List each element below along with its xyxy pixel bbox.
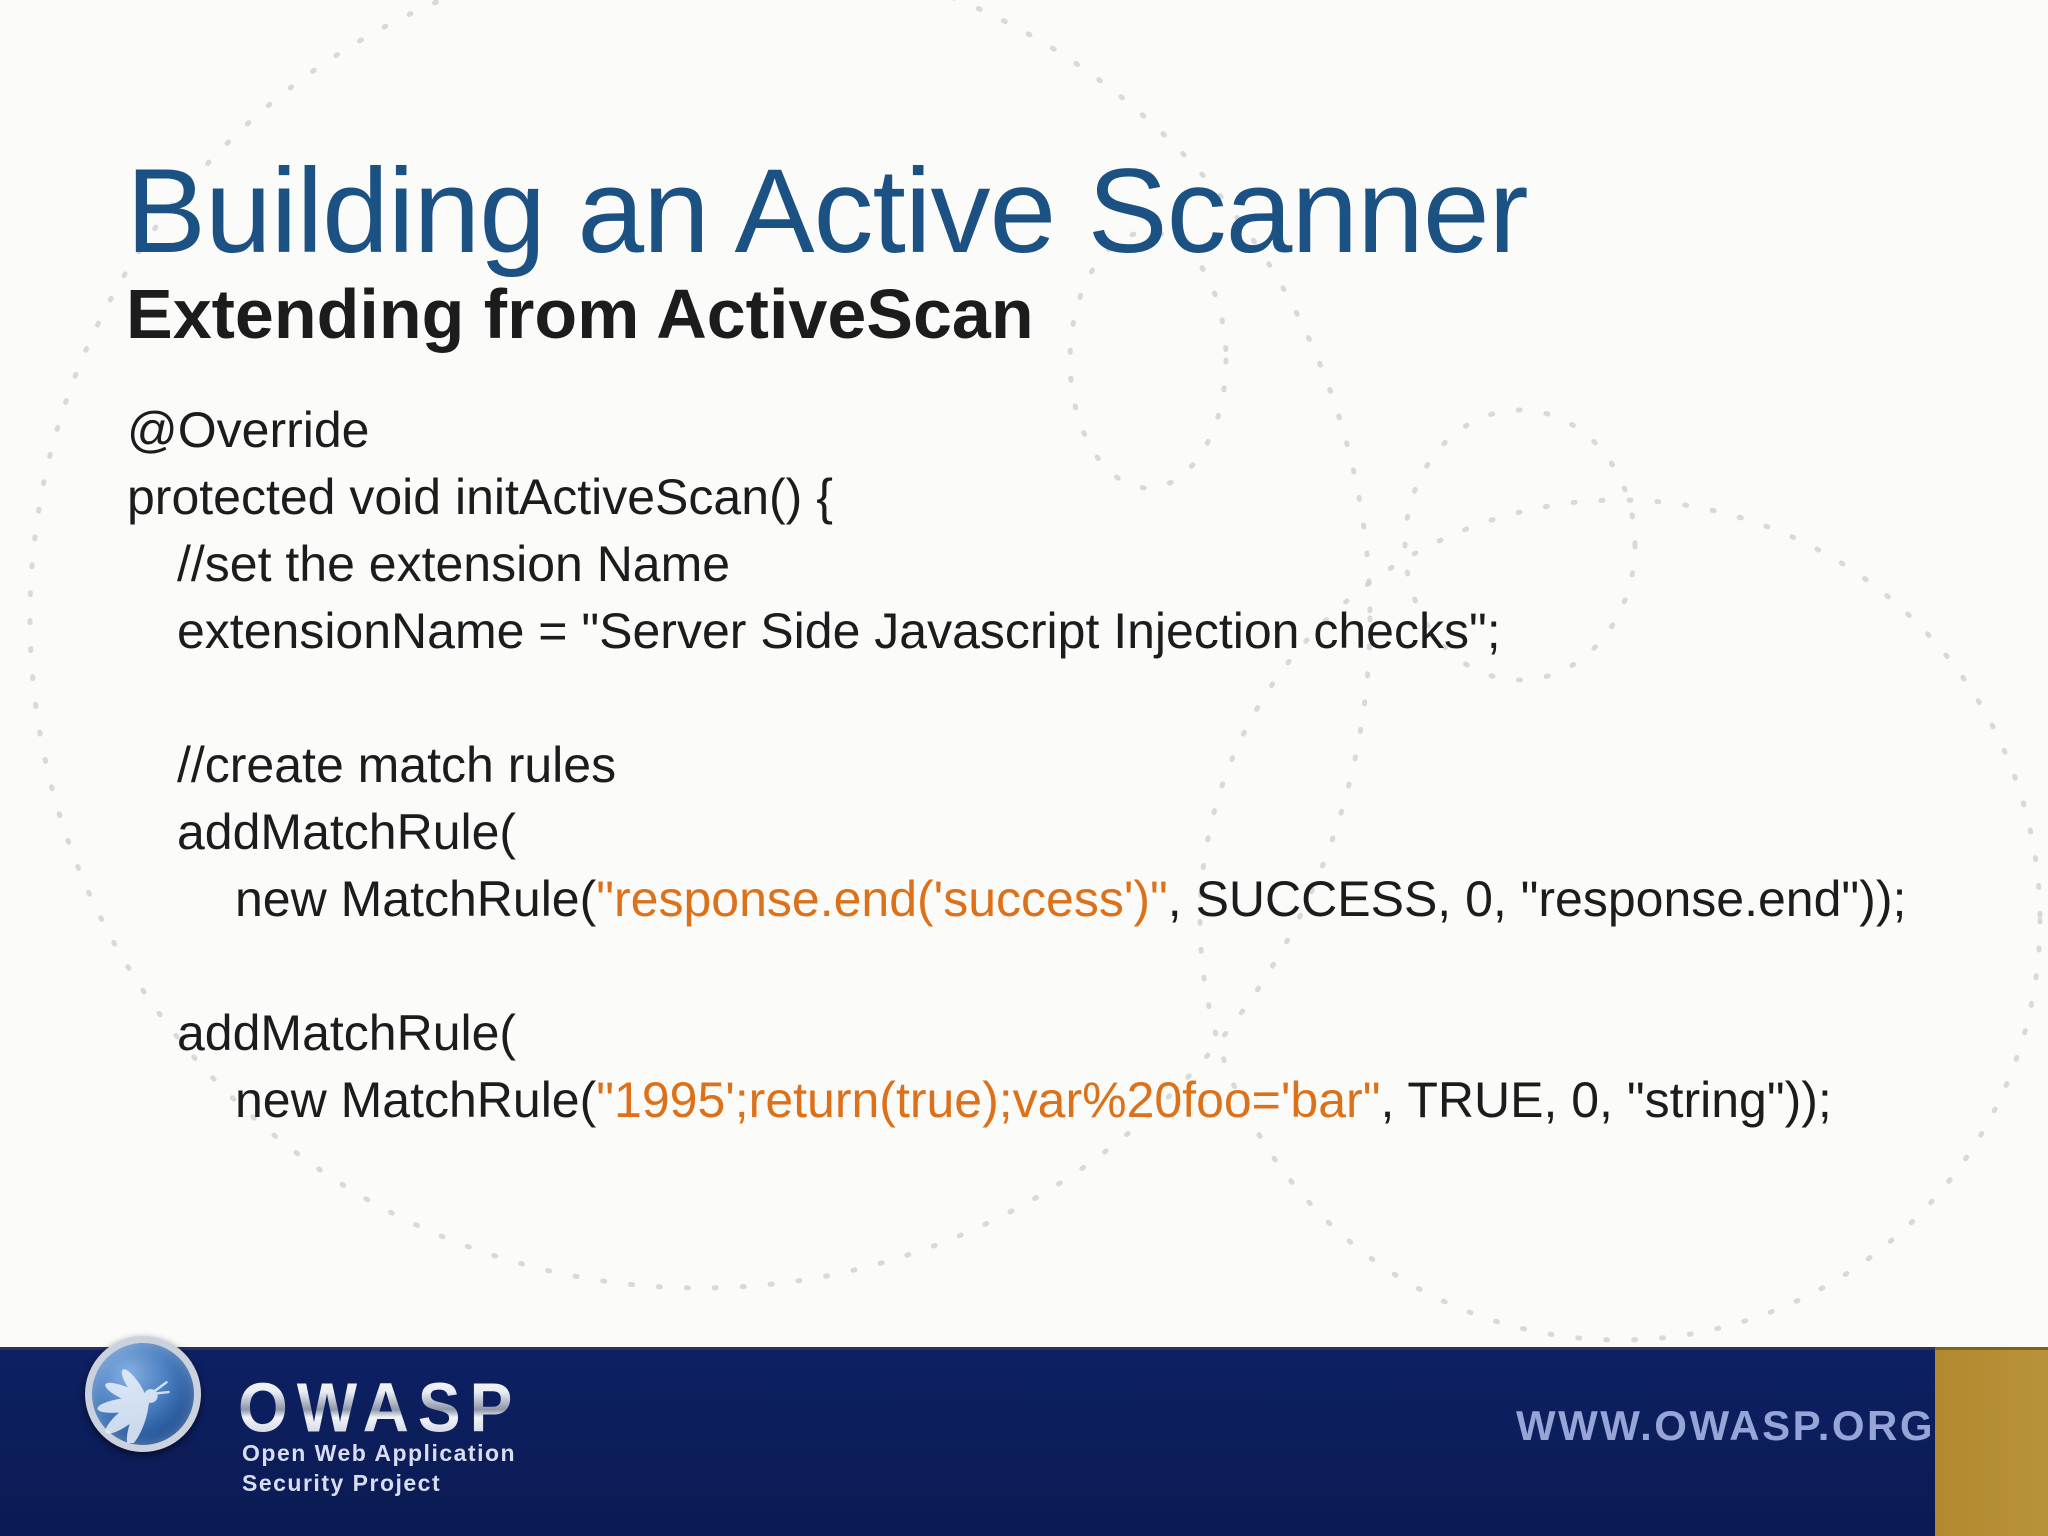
code-text: addMatchRule(: [177, 1005, 517, 1061]
code-line: @Override: [127, 397, 2008, 464]
footer-bar: [0, 1347, 1935, 1536]
code-text: , SUCCESS, 0, "response.end"));: [1167, 871, 1907, 927]
code-line: addMatchRule(: [127, 1000, 2008, 1067]
code-string-literal: "1995';return(true);var%20foo='bar": [596, 1072, 1381, 1128]
code-line: [127, 933, 2008, 1000]
code-text: @Override: [127, 402, 370, 458]
code-line: [127, 665, 2008, 732]
code-text: new MatchRule(: [235, 1072, 597, 1128]
code-line: extensionName = "Server Side Javascript …: [127, 598, 2008, 665]
code-line: new MatchRule("1995';return(true);var%20…: [127, 1067, 2008, 1134]
code-text: //set the extension Name: [177, 536, 731, 592]
code-text: , TRUE, 0, "string"));: [1380, 1072, 1832, 1128]
slide-subtitle: Extending from ActiveScan: [126, 275, 1034, 353]
code-text: addMatchRule(: [177, 804, 517, 860]
code-line: //set the extension Name: [127, 531, 2008, 598]
code-line: addMatchRule(: [127, 799, 2008, 866]
slide-title: Building an Active Scanner: [126, 144, 1529, 278]
owasp-logo: [85, 1336, 201, 1452]
owasp-wordmark: OWASP: [238, 1369, 522, 1447]
code-line: //create match rules: [127, 732, 2008, 799]
owasp-wasp-icon: [97, 1369, 170, 1443]
code-text: //create match rules: [177, 737, 617, 793]
gold-accent-band: [1935, 1347, 2048, 1536]
code-text: new MatchRule(: [235, 871, 597, 927]
owasp-org-name-line2: Security Project: [242, 1470, 442, 1496]
owasp-website-text: WWW.OWASP.ORG: [1516, 1402, 1936, 1449]
code-text: extensionName = "Server Side Javascript …: [177, 603, 1501, 659]
code-block: @Override protected void initActiveScan()…: [127, 397, 2008, 1134]
code-text: protected void initActiveScan() {: [127, 469, 833, 525]
owasp-org-name-line1: Open Web Application: [242, 1440, 517, 1466]
code-string-literal: "response.end('success')": [596, 871, 1168, 927]
code-line: protected void initActiveScan() {: [127, 464, 2008, 531]
code-line: new MatchRule("response.end('success')",…: [127, 866, 2008, 933]
